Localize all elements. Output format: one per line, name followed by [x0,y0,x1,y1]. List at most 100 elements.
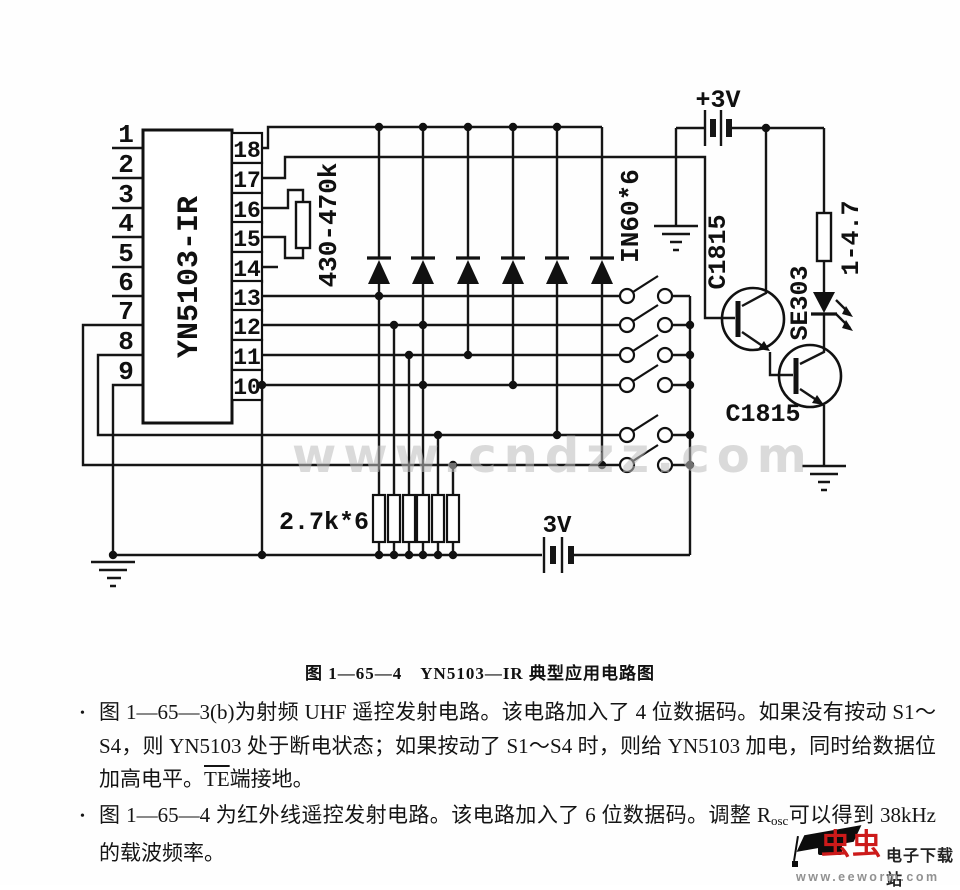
pin-box [230,308,264,342]
ic-yn5103: YN5103-IR 1 2 3 4 5 6 7 8 9 18 17 16 15 … [118,120,264,425]
te-overlined: TE [204,767,230,791]
switch-contact [656,316,674,334]
led-triangle [813,292,835,313]
resistor-body [401,493,417,544]
pin-label: 8 [118,327,134,357]
switch-contact [656,346,674,364]
emitter-arrow [758,341,770,351]
bullet-icon: • [80,706,85,721]
q1-label: C1815 [704,214,733,289]
key-switches [618,275,674,474]
cap-base [818,842,842,855]
switch-blade [632,364,659,382]
led-resistor: 1-4.7 [815,200,866,276]
transistor-circle [720,286,786,352]
transistor-circle [777,343,843,409]
pin-label: 11 [233,345,261,371]
resistor-body [415,493,431,544]
resistor-body [815,211,833,263]
paragraph-2-text-end: 可以得到 38kHz 的载波频率。 [99,802,936,866]
pin-label: 16 [233,198,261,224]
pin-box [230,131,264,165]
rosc-subscript: osc [770,812,789,828]
pin-label: 18 [233,138,261,164]
resistor-body [371,493,387,544]
pin-box [230,250,264,284]
paragraph-1-text-end: 端接地。 [229,767,314,791]
switch-contact [656,456,674,474]
ic-label: YN5103-IR [173,196,207,358]
diode-array-label: IN60*6 [616,169,646,263]
circuit-schematic: YN5103-IR 1 2 3 4 5 6 7 8 9 18 17 16 15 … [81,86,866,588]
pin-label: 13 [233,286,261,312]
switch-contact [618,426,636,444]
led-ray-arrow [842,306,853,317]
pin-label: 14 [233,257,261,283]
emitter-arrow [812,395,824,405]
switch-contact [656,287,674,305]
diode-triangle [591,260,613,284]
logo-name: 虫虫 [821,829,884,861]
pin-label: 5 [118,239,134,269]
switch-blade [632,444,659,462]
switch-contact [656,426,674,444]
wires [81,125,851,557]
diode-triangle [546,260,568,284]
pin-label: 12 [233,315,261,341]
pin-label: 9 [118,357,134,387]
pin-label: 17 [233,168,261,194]
diode-array: IN60*6 [367,169,646,284]
diode-triangle [412,260,434,284]
battery-bottom-label: 3V [543,513,572,540]
switch-contact [618,287,636,305]
pull-resistors-label: 2.7k*6 [279,508,369,537]
switch-contact [618,456,636,474]
site-logo[interactable]: 虫虫 电子下载站 www.eeworm.com [790,825,960,889]
cap-knob [792,861,798,867]
pin-label: 6 [118,268,134,298]
body-text: • 图 1—65—3(b)为射频 UHF 遥控发射电路。该电路加入了 4 位数据码… [78,696,936,871]
led-resistor-label: 1-4.7 [837,200,866,275]
switch-contact [618,376,636,394]
ic-body [141,128,234,425]
switch-blade [632,414,659,432]
figure-caption: 图 1—65—4 YN5103—IR 典型应用电路图 [305,664,655,683]
battery-short-plates [550,119,732,564]
pin-label: 3 [118,180,134,210]
pull-resistors: 2.7k*6 [279,493,461,544]
diode-triangle [502,260,524,284]
switch-blade [632,275,659,293]
switch-contact [618,346,636,364]
transistor-q2: C1815 [725,343,843,429]
pin-box [230,191,264,225]
transistor-q1: C1815 [704,214,786,352]
led-ray-arrow [842,320,853,331]
logo-url: www.eeworm.com [796,870,940,884]
switch-blade [632,334,659,352]
battery-long-plates [542,110,723,573]
pin-label: 10 [233,375,261,401]
pin-label: 4 [118,209,134,239]
ir-led: SE303 [786,265,853,341]
switch-blade [632,304,659,322]
paragraph-1-text: 图 1—65—3(b)为射频 UHF 遥控发射电路。该电路加入了 4 位数据码。… [99,700,936,791]
pin-label: 2 [118,150,134,180]
pin-label: 1 [118,120,134,150]
paragraph-2-text: 图 1—65—4 为红外线遥控发射电路。该电路加入了 6 位数据码。调整 R [99,802,771,827]
paragraph-2: • 图 1—65—4 为红外线遥控发射电路。该电路加入了 6 位数据码。调整 Ro… [78,799,936,871]
switch-contact [618,316,636,334]
led-label: SE303 [786,265,815,340]
q2-label: C1815 [725,400,800,429]
diode-triangle [368,260,390,284]
pin-label: 15 [233,227,261,253]
bullet-icon: • [80,808,85,824]
pin-label: 7 [118,297,134,327]
osc-resistor: 430-470k [294,163,344,288]
switch-contact [656,376,674,394]
resistor-body [386,493,402,544]
resistor-body [430,493,446,544]
osc-resistor-label: 430-470k [314,163,344,288]
junction-dots [108,122,771,560]
ground-symbols [91,224,846,588]
